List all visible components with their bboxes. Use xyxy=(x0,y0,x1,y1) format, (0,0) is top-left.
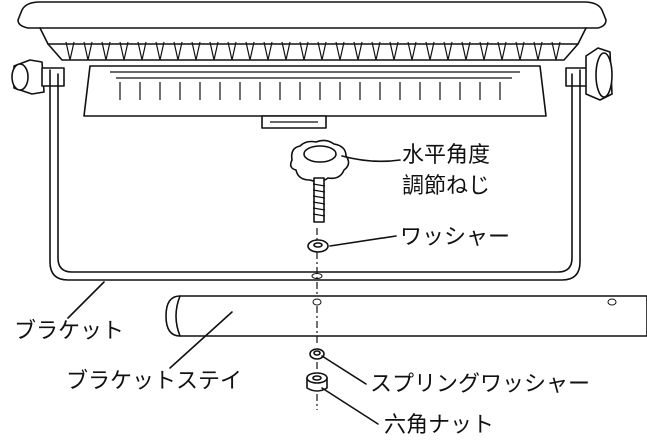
bracket-stay-label: ブラケットステイ xyxy=(66,369,243,394)
heatsink-fin xyxy=(281,41,291,61)
heatsink-fin xyxy=(533,41,543,61)
heatsink-fin xyxy=(407,41,417,61)
heatsink-fin xyxy=(101,41,111,61)
heatsink-fin xyxy=(317,41,327,61)
heatsink-fin xyxy=(299,41,309,61)
bracket-stay xyxy=(165,295,647,337)
spring-washer xyxy=(309,348,325,360)
heatsink-fin xyxy=(173,41,183,61)
heatsink-fin xyxy=(227,41,237,61)
heatsink-fin xyxy=(497,41,507,61)
heatsink-fin xyxy=(479,41,489,61)
spring-washer-label: スプリングワッシャー xyxy=(370,372,591,397)
hex-nut-label: 六角ナット xyxy=(384,413,495,438)
bracket-label: ブラケット xyxy=(14,319,125,344)
heatsink-fin xyxy=(551,41,561,61)
heatsink-fin xyxy=(245,41,255,61)
floodlight-housing xyxy=(17,1,607,129)
heatsink-fin xyxy=(461,41,471,61)
heatsink-fin xyxy=(335,41,345,61)
heatsink-fin xyxy=(425,41,435,61)
washer-label: ワッシャー xyxy=(400,225,511,250)
left-pivot-knob xyxy=(11,59,65,95)
angle-knob-label-line2: 調節ねじ xyxy=(402,174,491,199)
heatsink-fin xyxy=(263,41,273,61)
heatsink-fin xyxy=(65,41,75,61)
angle-adjust-knob xyxy=(289,139,350,223)
heatsink-fin xyxy=(389,41,399,61)
washer xyxy=(307,239,329,253)
right-pivot-knob xyxy=(565,47,613,101)
heatsink-fin xyxy=(155,41,165,61)
heatsink-fin xyxy=(137,41,147,61)
heatsink-fin xyxy=(83,41,93,61)
heatsink-fin xyxy=(515,41,525,61)
leader-lines xyxy=(67,155,401,425)
heatsink-fin xyxy=(191,41,201,61)
angle-knob-label-line1: 水平角度 xyxy=(402,143,491,168)
hex-nut xyxy=(306,372,328,392)
heatsink-fin xyxy=(209,41,219,61)
heatsink-fin xyxy=(443,41,453,61)
heatsink-fin xyxy=(371,41,381,61)
heatsink-fin xyxy=(353,41,363,61)
heatsink-fin xyxy=(119,41,129,61)
